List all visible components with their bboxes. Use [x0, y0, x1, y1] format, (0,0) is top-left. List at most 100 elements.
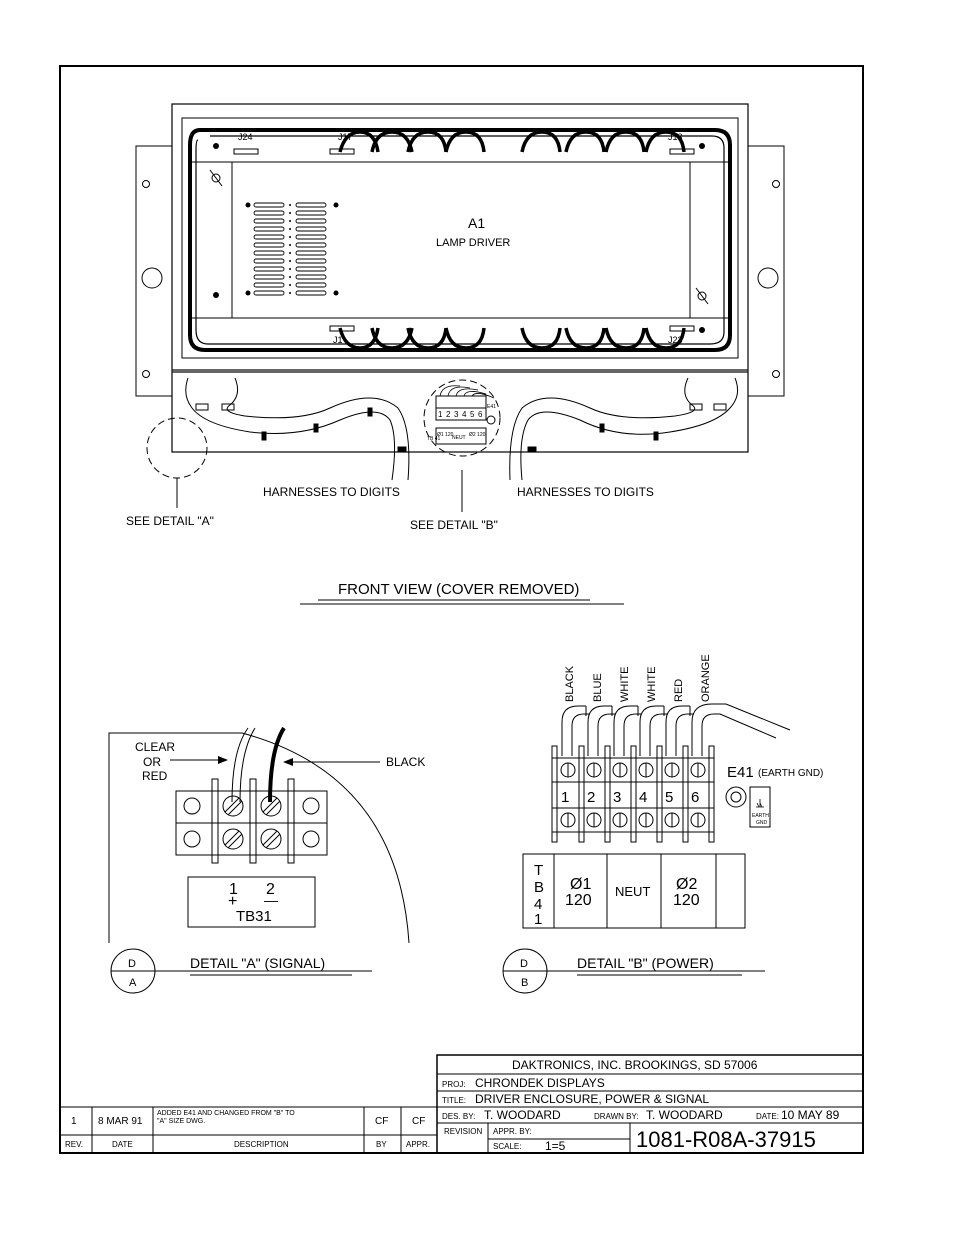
- appr-by-label: APPR. BY:: [493, 1127, 532, 1136]
- detail-b-callout: [423, 379, 501, 457]
- terminal-number: 4: [639, 789, 647, 806]
- clear-label: CLEAR: [135, 740, 175, 754]
- lamp-driver-board: [231, 161, 691, 319]
- rev-column-header: REV.: [65, 1140, 83, 1149]
- wire-color-label: ORANGE: [700, 654, 712, 702]
- terminal-number: 2: [587, 789, 595, 806]
- vent-slots: [253, 202, 327, 296]
- mini-terminal-number: 4: [462, 410, 467, 419]
- detail-a-title: DETAIL "A" (SIGNAL): [190, 955, 325, 971]
- earth-ground-stud: EARTH GND: [725, 786, 771, 828]
- earth-small-label: EARTH: [752, 813, 769, 819]
- proj-label: PROJ:: [442, 1080, 466, 1089]
- fastener-icon: [209, 169, 709, 305]
- phase1-label: Ø1: [570, 876, 591, 893]
- wire-color-label: WHITE: [646, 667, 658, 702]
- wire-color-label: BLUE: [592, 673, 604, 702]
- des-by-label: DES. BY:: [442, 1112, 475, 1121]
- enclosure-inner: [181, 117, 739, 359]
- scale-value: 1=5: [545, 1139, 566, 1153]
- board-ref-label: A1: [468, 215, 485, 231]
- plus-sign: +: [228, 893, 237, 910]
- clear-wire: [231, 727, 249, 803]
- appr-column-header: APPR.: [406, 1140, 430, 1149]
- terminal-2-label: 2: [266, 881, 275, 898]
- title-label: TITLE:: [442, 1096, 466, 1105]
- harness-left-label: HARNESSES TO DIGITS: [263, 485, 400, 499]
- project-name: CHRONDEK DISPLAYS: [475, 1076, 605, 1090]
- title-block: DAKTRONICS, INC. BROOKINGS, SD 57006 PRO…: [436, 1054, 864, 1154]
- bottom-compartment: [171, 371, 749, 453]
- connector-headers: [233, 148, 695, 332]
- neut-label: NEUT: [615, 884, 650, 899]
- phase1-voltage: 120: [565, 892, 592, 909]
- terminal-screw-icon: [560, 762, 706, 828]
- wire-color-label: WHITE: [619, 667, 631, 702]
- mini-terminal-number: 3: [454, 410, 459, 419]
- mini-terminal-number: 5: [470, 410, 475, 419]
- by-column-header: BY: [376, 1140, 387, 1149]
- date-column-header: DATE: [112, 1140, 133, 1149]
- drawing-date: 10 MAY 89: [781, 1108, 840, 1122]
- mini-earth-label: E41: [487, 404, 496, 410]
- black-wire: [268, 726, 286, 803]
- or-label: OR: [143, 755, 161, 769]
- mini-terminal-number: 6: [478, 410, 483, 419]
- detail-a-callout: [146, 417, 208, 479]
- power-wire-bundle: [561, 703, 791, 756]
- detail-b-bubble-bottom: B: [521, 977, 528, 989]
- detail-a: CLEAR OR RED BLACK 1 2 + — TB31 D A DETA…: [108, 726, 425, 994]
- tb41-lower-row: [551, 807, 715, 833]
- connector-label-j17: J17: [338, 132, 353, 142]
- red-label: RED: [142, 769, 168, 783]
- bottom-connector-wires: [338, 327, 686, 350]
- description-column-header: DESCRIPTION: [234, 1140, 289, 1149]
- see-detail-a-label: SEE DETAIL "A": [126, 514, 214, 528]
- tb41-upper-row: [551, 757, 715, 783]
- tb-letter: 4: [534, 896, 542, 913]
- front-view: J24 J17 J13 J1 J23: [126, 103, 785, 605]
- revision-description-line2: "A" SIZE DWG.: [157, 1118, 205, 1125]
- detail-a-boundary: [108, 732, 410, 944]
- mini-terminal-block: 1 2 3 4 5 6 Ø1 120 NEUT Ø2 120 TB 41 E41: [427, 385, 496, 445]
- enclosure-outline: [171, 103, 749, 371]
- detail-a-bubble-top: D: [128, 958, 136, 970]
- revision-date: 8 MAR 91: [98, 1116, 143, 1127]
- wire-color-label: RED: [673, 679, 685, 702]
- terminal-barriers: [551, 745, 715, 843]
- mini-phase2-label: Ø2 120: [469, 432, 486, 438]
- tb-letter: 1: [534, 911, 542, 928]
- drawing-title: DRIVER ENCLOSURE, POWER & SIGNAL: [475, 1092, 709, 1106]
- mini-tb-label: TB 41: [427, 436, 441, 442]
- tb-letter: T: [534, 862, 543, 879]
- mini-neut-label: NEUT: [452, 435, 466, 441]
- revision-appr: CF: [412, 1116, 425, 1127]
- cable-ties: [261, 407, 659, 452]
- phase2-voltage: 120: [673, 892, 700, 909]
- front-view-title: FRONT VIEW (COVER REMOVED): [338, 581, 579, 598]
- terminal-barriers: [211, 778, 295, 864]
- right-harness: [509, 377, 739, 481]
- company-name: DAKTRONICS, INC. BROOKINGS, SD 57006: [512, 1058, 758, 1072]
- revision-label: REVISION: [444, 1127, 482, 1136]
- revision-block: 1 8 MAR 91 ADDED E41 AND CHANGED FROM "B…: [60, 1106, 437, 1153]
- mounting-ear-right: [747, 145, 785, 397]
- e41-label: E41: [727, 764, 754, 781]
- scale-label: SCALE:: [493, 1142, 521, 1151]
- terminal-number: 5: [665, 789, 673, 806]
- vent-dots: [289, 204, 291, 294]
- board-mounting-holes: [213, 143, 705, 333]
- terminal-1-label: 1: [229, 881, 238, 898]
- mounting-ear-left: [135, 145, 173, 397]
- mini-terminal-number: 2: [446, 410, 451, 419]
- detail-a-bubble-bottom: A: [129, 977, 137, 989]
- wire-harness-loop: [188, 128, 732, 352]
- left-harness: [185, 377, 410, 481]
- see-detail-b-label: SEE DETAIL "B": [410, 518, 498, 532]
- connector-label-j1: J1: [333, 335, 343, 345]
- detail-b: BLACK BLUE WHITE WHITE RED ORANGE: [502, 654, 823, 994]
- ground-icon: [756, 799, 764, 808]
- mini-terminal-number: 1: [438, 410, 443, 419]
- connector-label-j23: J23: [668, 335, 683, 345]
